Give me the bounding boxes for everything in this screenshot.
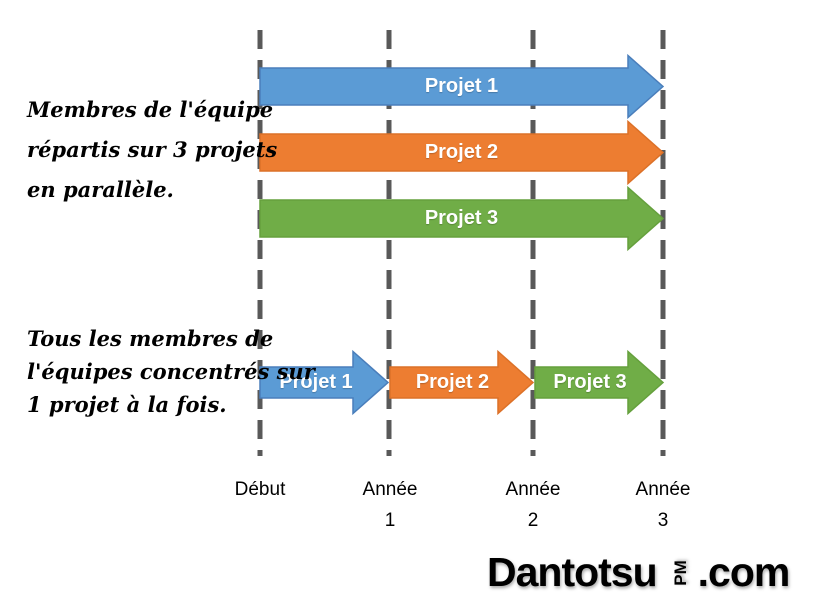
- axis-label-debut-line-1: Début: [234, 479, 286, 500]
- axis-label-annee-3: Année 3: [603, 474, 723, 536]
- axis-label-debut: Début: [200, 474, 320, 505]
- logo-vertical-pm-text: PM: [670, 559, 690, 586]
- parallel-arrow-projet-1-label: Projet 1: [424, 75, 499, 97]
- sequential-annotation: Tous les membres de l'équipes concentrés…: [27, 322, 315, 421]
- parallel-arrow-projet-3-label: Projet 3: [424, 207, 499, 229]
- sequential-arrow-projet-1-label: Projet 1: [279, 371, 353, 393]
- axis-label-annee-1-line-1: Année: [362, 479, 418, 500]
- sequential-arrow-projet-2-label: Projet 2: [415, 371, 490, 393]
- sequential-arrow-projet-2: [389, 349, 535, 416]
- parallel-annotation-line-1: Membres de l'équipe: [27, 97, 274, 122]
- axis-label-annee-3-line-1: Année: [635, 479, 691, 500]
- axis-label-annee-1-line-2: 1: [384, 510, 396, 531]
- axis-label-annee-2-line-2: 2: [527, 510, 539, 531]
- sequential-arrow-projet-3-label: Projet 3: [553, 371, 627, 393]
- parallel-annotation-line-2: répartis sur 3 projets: [27, 137, 278, 162]
- axis-label-annee-1: Année 1: [330, 474, 450, 536]
- dantotsu-pm-logo: Dantotsu PM .com: [487, 549, 791, 596]
- parallel-annotation: Membres de l'équipe répartis sur 3 proje…: [27, 90, 277, 210]
- parallel-annotation-line-3: en parallèle.: [27, 177, 174, 202]
- logo-vertical-pm-wrap: PM: [669, 551, 693, 595]
- sequential-annotation-line-3: 1 projet à la fois.: [27, 392, 227, 417]
- parallel-arrow-projet-1: [259, 53, 665, 120]
- axis-label-annee-3-line-2: 3: [657, 510, 669, 531]
- logo-domain-text: .com: [697, 549, 791, 595]
- axis-label-annee-2: Année 2: [473, 474, 593, 536]
- parallel-arrow-projet-2: [259, 119, 665, 186]
- parallel-arrow-projet-3: [259, 185, 665, 252]
- sequential-arrow-projet-3: [534, 349, 665, 416]
- parallel-arrow-projet-2-label: Projet 2: [424, 141, 499, 163]
- sequential-annotation-line-2: l'équipes concentrés sur: [27, 359, 315, 384]
- logo-name-text: Dantotsu: [487, 549, 658, 595]
- axis-label-annee-2-line-1: Année: [505, 479, 561, 500]
- sequential-arrow-projet-1: [259, 349, 390, 416]
- sequential-annotation-line-1: Tous les membres de: [27, 326, 274, 351]
